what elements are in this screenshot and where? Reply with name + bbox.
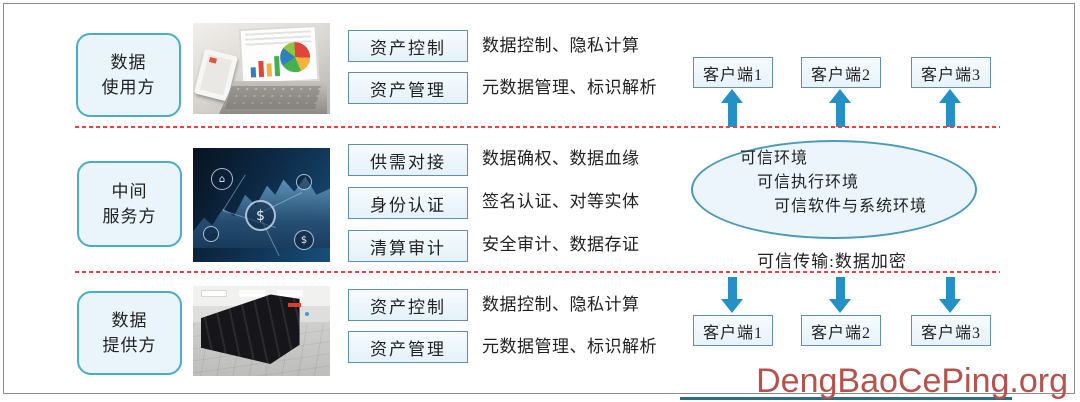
- capability-box-identity-auth: 身份认证: [348, 187, 468, 219]
- capability-box-asset-control-top: 资产控制: [348, 30, 468, 62]
- trusted-environment-ellipse: [691, 140, 977, 239]
- capability-box-asset-management-top: 资产管理: [348, 72, 468, 104]
- boundary-dashed-line-top: [75, 126, 1000, 128]
- role-label-line: 数据: [111, 311, 148, 330]
- capability-box-supply-demand: 供需对接: [348, 144, 468, 176]
- capability-desc: 元数据管理、标识解析: [482, 337, 657, 356]
- down-arrow-icon: [721, 277, 743, 313]
- up-arrow-icon: [829, 89, 851, 127]
- role-box-intermediary: 中间 服务方: [77, 161, 182, 247]
- client-box-1-top: 客户端1: [693, 57, 773, 88]
- network-node-icon: ⌂: [211, 168, 233, 190]
- capability-desc: 数据控制、隐私计算: [482, 295, 640, 314]
- capability-desc: 签名认证、对等实体: [482, 192, 640, 211]
- capability-box-clearing-audit: 清算审计: [348, 230, 468, 262]
- dollar-coin-icon: $: [245, 200, 276, 231]
- client-box-3-top: 客户端3: [911, 57, 991, 88]
- watermark: DengBaoCePing.org: [756, 362, 1068, 400]
- client-box-2-bottom: 客户端2: [801, 315, 881, 346]
- trusted-env-line: 可信环境: [740, 150, 809, 167]
- boundary-dashed-line-bottom: [75, 271, 1000, 273]
- client-box-2-top: 客户端2: [801, 57, 881, 88]
- capability-desc: 数据控制、隐私计算: [482, 36, 640, 55]
- role-box-data-provider: 数据 提供方: [77, 291, 182, 375]
- network-node-icon: [203, 226, 219, 242]
- client-box-1-bottom: 客户端1: [693, 315, 773, 346]
- role-label-line: 提供方: [102, 336, 157, 355]
- trusted-env-line: 可信软件与系统环境: [774, 198, 928, 215]
- role-box-data-user: 数据 使用方: [76, 33, 181, 117]
- role-label-line: 服务方: [102, 207, 157, 226]
- role-label-line: 数据: [110, 53, 147, 72]
- server-room-photo: [193, 286, 330, 376]
- trusted-transport-label: 可信传输:数据加密: [757, 252, 907, 271]
- laptop-analytics-photo: [193, 23, 330, 114]
- down-arrow-icon: [939, 277, 961, 313]
- capability-desc: 元数据管理、标识解析: [482, 78, 657, 97]
- network-node-icon: [296, 174, 312, 190]
- capability-desc: 数据确权、数据血缘: [482, 149, 640, 168]
- client-box-3-bottom: 客户端3: [911, 315, 991, 346]
- ceiling-light-shape: [201, 290, 227, 297]
- rack-led-strip: [288, 303, 301, 307]
- bar-chart-icon: [250, 54, 281, 78]
- dollar-node-icon: $: [294, 230, 314, 250]
- rack-led-dot: [305, 312, 309, 316]
- up-arrow-icon: [721, 89, 743, 127]
- fintech-network-photo: ⌂ $ $: [193, 148, 330, 262]
- laptop-screen-shape: [238, 24, 320, 86]
- laptop-keyboard-shape: [219, 81, 327, 114]
- role-label-line: 中间: [111, 182, 148, 201]
- capability-box-asset-management-bottom: 资产管理: [348, 331, 468, 363]
- trusted-env-line: 可信执行环境: [757, 174, 860, 191]
- capability-desc: 安全审计、数据存证: [482, 235, 640, 254]
- capability-box-asset-control-bottom: 资产控制: [348, 289, 468, 321]
- role-label-line: 使用方: [101, 78, 156, 97]
- down-arrow-icon: [829, 277, 851, 313]
- pie-chart-icon: [279, 41, 311, 73]
- up-arrow-icon: [939, 89, 961, 127]
- watermark-underline: [680, 397, 1012, 400]
